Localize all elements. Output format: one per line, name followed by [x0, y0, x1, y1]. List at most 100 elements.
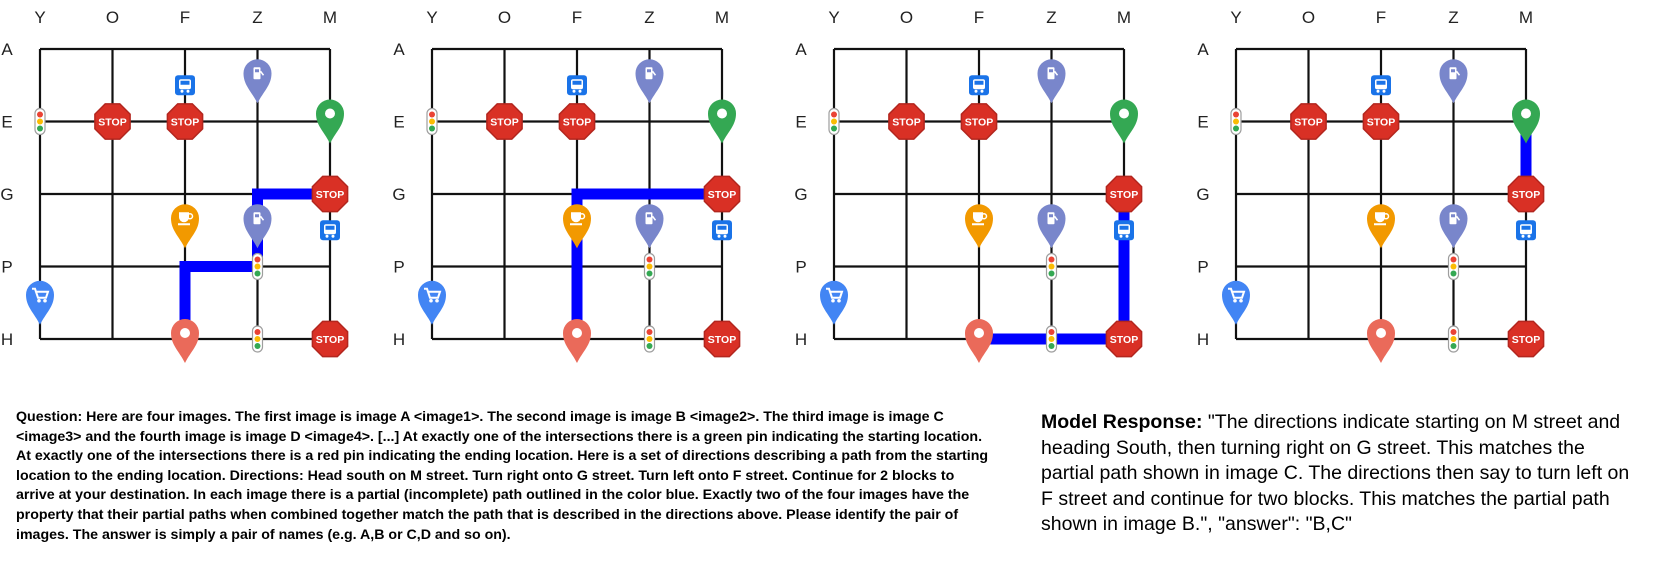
red-pin-icon — [171, 319, 199, 363]
stop-sign-icon: STOP — [1105, 175, 1143, 213]
stop-sign-icon: STOP — [703, 175, 741, 213]
traffic-light-icon — [1447, 252, 1460, 281]
column-label: Z — [1448, 8, 1458, 27]
row-label: G — [1196, 185, 1209, 204]
stop-sign-icon: STOP — [1290, 103, 1327, 140]
row-label: H — [795, 330, 807, 349]
stop-sign-icon: STOP — [94, 103, 131, 140]
stop-sign-icon: STOP — [1507, 175, 1545, 213]
svg-text:STOP: STOP — [1294, 117, 1322, 129]
svg-text:STOP: STOP — [1110, 189, 1138, 201]
svg-text:STOP: STOP — [490, 117, 518, 129]
row-label: P — [795, 258, 806, 277]
traffic-light-icon — [1230, 107, 1242, 136]
traffic-light-icon — [34, 107, 46, 136]
traffic-light-icon — [251, 252, 264, 281]
cart-pin-icon — [820, 280, 848, 325]
bus-icon — [1371, 75, 1391, 96]
column-label: Y — [426, 8, 437, 27]
row-label: P — [393, 258, 404, 277]
model-response: Model Response: "The directions indicate… — [1041, 410, 1641, 538]
column-label: O — [900, 8, 913, 27]
coffee-pin-icon — [965, 204, 993, 249]
traffic-light-icon — [1045, 252, 1058, 281]
red-pin-icon — [1367, 319, 1395, 363]
row-label: H — [1197, 330, 1209, 349]
column-label: M — [323, 8, 337, 27]
stop-sign-icon: STOP — [1362, 103, 1400, 140]
column-label: Y — [34, 8, 45, 27]
column-label: M — [1117, 8, 1131, 27]
fuel-pin-icon — [1439, 204, 1468, 249]
fuel-pin-icon — [243, 59, 272, 104]
svg-text:STOP: STOP — [98, 117, 126, 129]
svg-text:STOP: STOP — [171, 117, 199, 129]
row-label: G — [392, 185, 405, 204]
svg-text:STOP: STOP — [316, 334, 344, 346]
fuel-pin-icon — [635, 204, 664, 249]
model-response-text: "The directions indicate starting on M s… — [1041, 411, 1630, 535]
traffic-light-icon — [426, 107, 438, 136]
blue-path — [571, 188, 728, 345]
row-label: E — [393, 113, 404, 132]
traffic-light-icon — [1447, 325, 1460, 353]
row-label: P — [1197, 258, 1208, 277]
svg-text:STOP: STOP — [1110, 334, 1138, 346]
column-label: F — [974, 8, 984, 27]
bus-icon — [1516, 220, 1536, 241]
stop-sign-icon: STOP — [888, 103, 925, 140]
column-label: Z — [1046, 8, 1056, 27]
svg-text:STOP: STOP — [708, 189, 736, 201]
row-label: H — [393, 330, 405, 349]
stop-sign-icon: STOP — [486, 103, 523, 140]
bus-icon — [712, 220, 732, 241]
svg-text:STOP: STOP — [708, 334, 736, 346]
row-label: A — [795, 40, 807, 59]
column-label: O — [106, 8, 119, 27]
row-label: P — [1, 258, 12, 277]
column-label: Y — [828, 8, 839, 27]
cart-pin-icon — [418, 280, 446, 325]
cart-pin-icon — [26, 280, 54, 325]
traffic-light-icon — [1045, 325, 1058, 353]
fuel-pin-icon — [1037, 204, 1066, 249]
svg-text:STOP: STOP — [892, 117, 920, 129]
svg-text:STOP: STOP — [563, 117, 591, 129]
row-label: A — [1, 40, 13, 59]
green-pin-icon — [708, 99, 736, 144]
stop-sign-icon: STOP — [1507, 320, 1545, 358]
coffee-pin-icon — [1367, 204, 1395, 249]
coffee-pin-icon — [563, 204, 591, 249]
traffic-light-icon — [828, 107, 840, 136]
row-label: A — [1197, 40, 1209, 59]
column-label: Z — [252, 8, 262, 27]
row-label: A — [393, 40, 405, 59]
column-label: O — [498, 8, 511, 27]
green-pin-icon — [1512, 99, 1540, 144]
row-label: E — [795, 113, 806, 132]
bus-icon — [1114, 220, 1134, 241]
coffee-pin-icon — [171, 204, 199, 249]
column-label: M — [1519, 8, 1533, 27]
row-label: G — [794, 185, 807, 204]
fuel-pin-icon — [1439, 59, 1468, 104]
row-label: E — [1, 113, 12, 132]
stop-sign-icon: STOP — [311, 320, 349, 358]
cart-pin-icon — [1222, 280, 1250, 325]
svg-text:STOP: STOP — [1512, 334, 1540, 346]
green-pin-icon — [316, 99, 344, 144]
column-label: Y — [1230, 8, 1241, 27]
row-label: E — [1197, 113, 1208, 132]
red-pin-icon — [563, 319, 591, 363]
green-pin-icon — [1110, 99, 1138, 144]
stop-sign-icon: STOP — [703, 320, 741, 358]
column-label: Z — [644, 8, 654, 27]
stop-sign-icon: STOP — [1105, 320, 1143, 358]
